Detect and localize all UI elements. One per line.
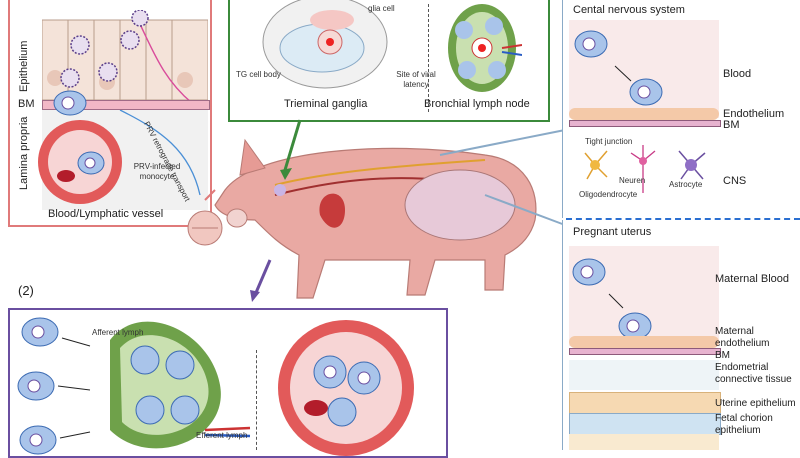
- uterus-bm-label: BM: [715, 350, 730, 361]
- afferent-lymph-label: Afferent lymph: [92, 328, 144, 337]
- cns-bm-label: BM: [723, 119, 740, 131]
- efferent-lymph-label: Efferent lymph: [196, 431, 248, 440]
- endometrial-tissue-layer: [569, 360, 719, 390]
- uterine-epithelium-layer: [569, 392, 721, 414]
- fetal-tissue-layer: [569, 434, 719, 450]
- tg-cell-body-label: TG cell body: [236, 70, 281, 79]
- maternal-blood-label: Maternal Blood: [715, 272, 795, 286]
- fetal-chorion-text: Fetal chorion epithelium: [715, 413, 773, 436]
- ganglia-title: Trieminal ganglia: [284, 98, 368, 110]
- maternal-blood-text: Maternal Blood: [715, 273, 789, 285]
- cns-bm-layer: [569, 120, 721, 127]
- uterus-title: Pregnant uterus: [573, 226, 652, 238]
- lymph-node-title: Bronchial lymph node: [424, 98, 530, 110]
- maternal-endothelium-text: Maternal endothelium: [715, 326, 770, 349]
- epithelium-cells: [42, 17, 208, 104]
- astrocyte-label: Astrocyte: [669, 180, 703, 189]
- section-divider: [566, 218, 800, 220]
- panel-2-divider: [256, 350, 257, 450]
- bm-label: BM: [18, 98, 35, 110]
- glia-cell-label: glia cell: [368, 4, 395, 13]
- ganglia-panel: glia cell TG cell body Site of viral lat…: [228, 0, 550, 122]
- glial-cells-icon: [584, 145, 706, 193]
- maternal-endothelium-label: Maternal endothelium: [715, 326, 795, 350]
- fetal-chorion-label: Fetal chorion epithelium: [715, 413, 797, 437]
- panel-2-lymph: Afferent lymph Efferent lymph: [8, 308, 448, 458]
- ganglion-cell-icon: [262, 0, 388, 89]
- cns-panel: Cental nervous system Blood Endothelium …: [562, 0, 800, 218]
- snout-zoom: [187, 210, 223, 246]
- uterus-panel: Pregnant uterus Maternal Blood Maternal …: [562, 220, 800, 450]
- cns-endothelium-label: Endothelium: [723, 108, 785, 120]
- cns-label: CNS: [723, 175, 747, 187]
- pig-illustration: [214, 138, 537, 299]
- endometrial-text: Endometrial connective tissue: [715, 362, 792, 385]
- retrograde-path: [119, 110, 201, 196]
- cns-cells: [574, 30, 663, 106]
- maternal-endothelium-layer: [569, 336, 719, 348]
- uterus-cells: [572, 258, 652, 340]
- fetal-chorion-layer: [569, 413, 721, 435]
- blood-vessel-label: Blood/Lymphatic vessel: [48, 208, 164, 220]
- prv-infected-monocyte-text: PRV-infected monocyte: [133, 162, 181, 181]
- cns-title: Cental nervous system: [573, 4, 685, 16]
- site-viral-latency-label: Site of viral latency: [386, 70, 446, 90]
- panel-2-label: (2): [18, 283, 34, 298]
- oligodendrocyte-label: Oligodendrocyte: [579, 190, 638, 199]
- blood-vessel-icon: [38, 120, 122, 204]
- panel-1-nasal-mucosa: Epithelium BM Lamina propria PRV retrogr…: [8, 0, 212, 227]
- prv-infected-monocyte-label: PRV-infected monocyte: [122, 162, 192, 182]
- uterus-bm-layer: [569, 348, 721, 355]
- neuron-label: Neuren: [619, 176, 646, 185]
- vessel-cross-section-icon: [278, 320, 414, 456]
- virus-particles: [60, 10, 149, 88]
- lymph-node-detail: [17, 317, 251, 455]
- lymph-node-icon: [448, 4, 522, 92]
- endometrial-label: Endometrial connective tissue: [715, 362, 797, 386]
- tight-junction-label: Tight junction: [585, 137, 633, 146]
- cns-blood-label: Blood: [723, 68, 752, 80]
- panel-divider: [428, 4, 429, 112]
- uterine-epithelium-label: Uterine epithelium: [715, 398, 796, 409]
- cns-endothelium-layer: [569, 108, 719, 120]
- basement-membrane: [42, 100, 210, 110]
- site-viral-latency-text: Site of viral latency: [396, 70, 436, 89]
- monocyte-icon: [53, 90, 87, 116]
